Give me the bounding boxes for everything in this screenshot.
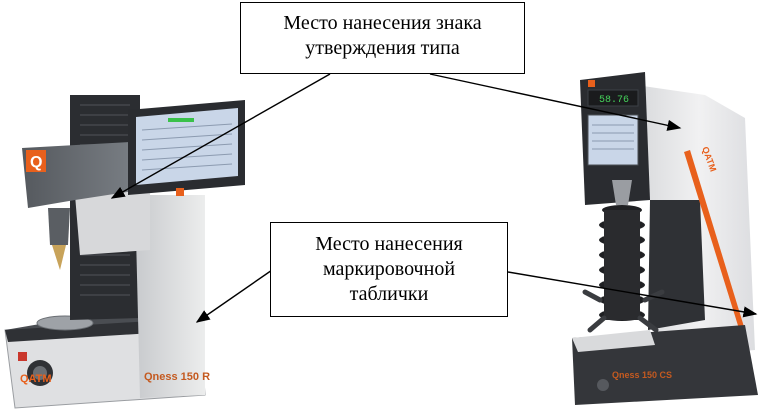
callout-plate-line-2: маркировочной <box>322 258 456 280</box>
left-hardness-tester: Q <box>4 95 245 409</box>
emergency-stop-icon <box>18 352 27 361</box>
callout-plate-line-1: Место нанесения <box>315 233 463 255</box>
left-brand: QATM <box>20 373 52 385</box>
right-model: Qness 150 CS <box>612 370 672 380</box>
arrow-plate-right <box>507 271 758 318</box>
callout-plate-line-3: таблички <box>349 283 429 305</box>
callout-type-line-1: Место нанесения знака <box>283 12 482 34</box>
display-readout: 58.76 <box>599 95 629 106</box>
right-hardness-tester: QATM 58.76 <box>572 72 758 405</box>
arrow-type-right <box>429 73 682 131</box>
callout-marking-plate: Место нанесения маркировочной таблички <box>270 222 508 317</box>
left-model: Qness 150 R <box>144 371 210 383</box>
callout-type-approval-mark: Место нанесения знака утверждения типа <box>240 2 525 74</box>
leader-lines <box>110 73 758 323</box>
arrow-plate-left <box>195 267 276 323</box>
svg-text:Q: Q <box>30 154 42 171</box>
callout-type-line-2: утверждения типа <box>305 37 460 59</box>
arrow-type-left <box>110 73 331 199</box>
